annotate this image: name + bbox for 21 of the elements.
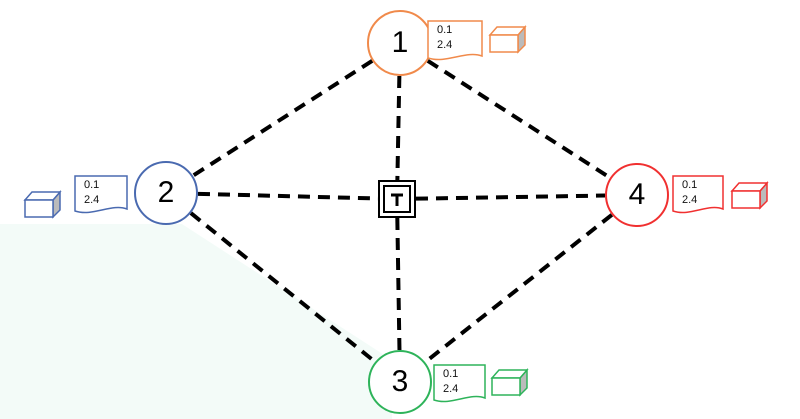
value-text: 0.1: [443, 367, 460, 382]
document-shape: [433, 364, 486, 404]
document-shape: [74, 175, 128, 215]
value-text: 2.4: [84, 193, 100, 208]
value-text: 0.1: [437, 23, 454, 38]
value-text: 2.4: [682, 193, 698, 208]
dashed-link: [395, 218, 402, 350]
station-number: 4: [628, 180, 646, 210]
dashed-link: [395, 76, 402, 180]
value-text: 0.1: [682, 178, 698, 193]
station-number: 1: [392, 28, 408, 58]
document-shape: [427, 20, 483, 62]
value-text: 2.4: [437, 38, 454, 53]
dashed-link: [192, 59, 374, 178]
center-symbol: [378, 180, 416, 218]
value-text: 0.1: [84, 178, 100, 193]
dashed-link: [416, 194, 606, 201]
station-number: 2: [158, 178, 174, 208]
value-text: 2.4: [443, 382, 460, 397]
station-number: 3: [392, 367, 408, 397]
document-shape: [672, 175, 724, 215]
